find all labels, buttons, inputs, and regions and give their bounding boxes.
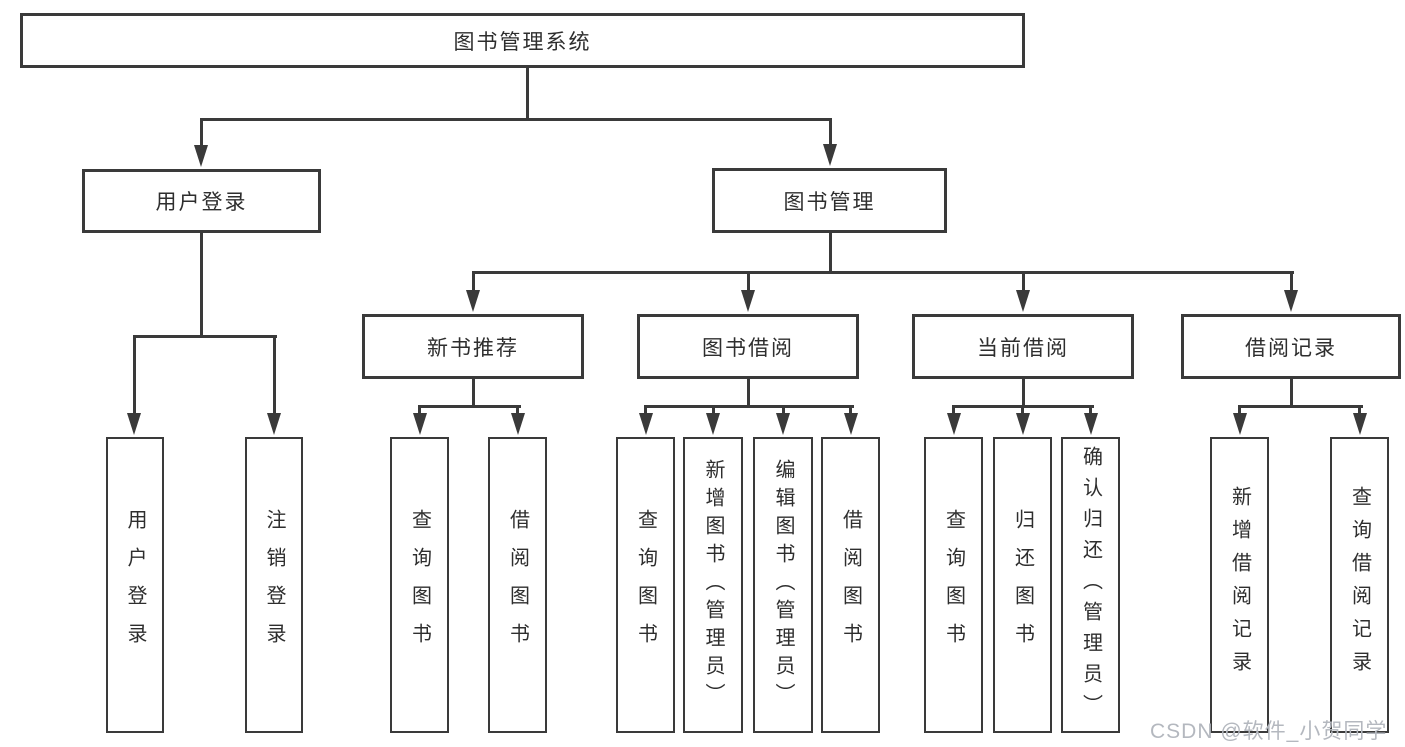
connector-vline-6 bbox=[1289, 379, 1293, 407]
connector-arrow-stem-18 bbox=[1358, 406, 1361, 413]
connector-hline-1 bbox=[132, 334, 277, 338]
connector-arrowhead-5 bbox=[741, 290, 755, 312]
node-book-management: 图书管理 bbox=[712, 168, 947, 233]
node-root-label: 图书管理系统 bbox=[453, 30, 592, 54]
connector-arrowhead-16 bbox=[1083, 413, 1098, 435]
leaf-add-borrow-record: 新增借阅记录 bbox=[1210, 437, 1269, 733]
connector-arrow-stem-0 bbox=[199, 119, 203, 145]
leaf-confirm-return-admin: 确认归还（管理员） bbox=[1061, 437, 1120, 733]
leaf-recommend-query-books: 查询图书 bbox=[390, 437, 449, 733]
leaf-edit-book-admin: 编辑图书（管理员） bbox=[753, 437, 813, 733]
leaf-return-book-label: 归还图书 bbox=[1011, 509, 1034, 661]
connector-arrow-stem-9 bbox=[516, 406, 519, 413]
connector-arrowhead-12 bbox=[776, 413, 790, 435]
connector-hline-6 bbox=[1237, 404, 1363, 408]
connector-arrowhead-18 bbox=[1352, 413, 1367, 435]
connector-arrowhead-2 bbox=[127, 413, 141, 435]
leaf-add-borrow-record-label: 新增借阅记录 bbox=[1228, 486, 1251, 684]
node-book-borrow: 图书借阅 bbox=[637, 314, 859, 379]
leaf-logout-label: 注销登录 bbox=[263, 509, 285, 661]
node-new-book-recommend: 新书推荐 bbox=[362, 314, 584, 379]
connector-arrow-stem-4 bbox=[471, 272, 475, 290]
node-user-login-label: 用户登录 bbox=[155, 191, 248, 214]
connector-arrowhead-13 bbox=[843, 413, 858, 435]
connector-arrow-stem-8 bbox=[418, 406, 421, 413]
connector-arrow-stem-2 bbox=[132, 336, 136, 413]
node-borrow-records: 借阅记录 bbox=[1181, 314, 1401, 379]
node-root: 图书管理系统 bbox=[20, 13, 1025, 68]
connector-arrow-stem-12 bbox=[781, 406, 785, 413]
connector-vline-1 bbox=[199, 233, 203, 337]
connector-arrowhead-10 bbox=[638, 413, 653, 435]
connector-arrowhead-0 bbox=[194, 145, 208, 167]
leaf-user-login-label: 用户登录 bbox=[124, 509, 146, 661]
leaf-current-query-books-label: 查询图书 bbox=[942, 509, 965, 661]
connector-hline-4 bbox=[643, 404, 854, 408]
connector-arrow-stem-13 bbox=[849, 406, 852, 413]
connector-arrowhead-11 bbox=[706, 413, 720, 435]
connector-vline-3 bbox=[471, 379, 475, 407]
connector-arrowhead-9 bbox=[510, 413, 525, 435]
leaf-query-borrow-record: 查询借阅记录 bbox=[1330, 437, 1389, 733]
connector-vline-2 bbox=[828, 233, 832, 273]
leaf-recommend-query-books-label: 查询图书 bbox=[408, 509, 431, 661]
connector-vline-4 bbox=[746, 379, 750, 407]
connector-arrowhead-4 bbox=[466, 290, 480, 312]
connector-arrow-stem-1 bbox=[828, 119, 832, 144]
connector-hline-0 bbox=[199, 117, 832, 121]
connector-arrow-stem-14 bbox=[952, 406, 955, 413]
connector-arrowhead-1 bbox=[823, 144, 837, 166]
connector-arrow-stem-17 bbox=[1238, 406, 1241, 413]
connector-arrowhead-6 bbox=[1016, 290, 1030, 312]
leaf-borrow-query-books: 查询图书 bbox=[616, 437, 675, 733]
leaf-query-borrow-record-label: 查询借阅记录 bbox=[1348, 486, 1371, 684]
leaf-recommend-borrow-books-label: 借阅图书 bbox=[506, 509, 529, 661]
node-book-borrow-label: 图书借阅 bbox=[702, 336, 794, 360]
connector-hline-2 bbox=[471, 270, 1294, 274]
leaf-borrow-borrow-books: 借阅图书 bbox=[821, 437, 880, 733]
leaf-current-query-books: 查询图书 bbox=[924, 437, 983, 733]
connector-arrow-stem-10 bbox=[644, 406, 647, 413]
leaf-add-book-admin-label: 新增图书（管理员） bbox=[702, 459, 724, 711]
connector-vline-5 bbox=[1021, 379, 1025, 407]
connector-hline-3 bbox=[417, 404, 521, 408]
leaf-borrow-borrow-books-label: 借阅图书 bbox=[839, 509, 862, 661]
connector-arrow-stem-5 bbox=[746, 272, 750, 290]
connector-arrowhead-7 bbox=[1284, 290, 1298, 312]
connector-arrow-stem-15 bbox=[1021, 406, 1024, 413]
leaf-edit-book-admin-label: 编辑图书（管理员） bbox=[772, 459, 794, 711]
connector-arrowhead-14 bbox=[946, 413, 961, 435]
csdn-watermark: CSDN @软件_小贺同学 bbox=[1150, 720, 1388, 743]
node-borrow-records-label: 借阅记录 bbox=[1245, 336, 1337, 360]
leaf-return-book: 归还图书 bbox=[993, 437, 1052, 733]
leaf-user-login: 用户登录 bbox=[106, 437, 164, 733]
connector-arrow-stem-7 bbox=[1289, 272, 1293, 290]
connector-arrowhead-3 bbox=[267, 413, 281, 435]
leaf-logout: 注销登录 bbox=[245, 437, 303, 733]
leaf-borrow-query-books-label: 查询图书 bbox=[634, 509, 657, 661]
node-user-login: 用户登录 bbox=[82, 169, 321, 233]
connector-arrow-stem-16 bbox=[1089, 406, 1092, 413]
node-book-management-label: 图书管理 bbox=[783, 190, 876, 214]
node-current-borrow: 当前借阅 bbox=[912, 314, 1134, 379]
connector-arrow-stem-11 bbox=[711, 406, 715, 413]
connector-arrow-stem-3 bbox=[272, 336, 276, 413]
leaf-recommend-borrow-books: 借阅图书 bbox=[488, 437, 547, 733]
node-new-book-recommend-label: 新书推荐 bbox=[427, 336, 519, 360]
connector-arrow-stem-6 bbox=[1021, 272, 1025, 290]
connector-arrowhead-17 bbox=[1232, 413, 1247, 435]
leaf-confirm-return-admin-label: 确认归还（管理员） bbox=[1079, 445, 1102, 725]
leaf-add-book-admin: 新增图书（管理员） bbox=[683, 437, 743, 733]
connector-arrowhead-15 bbox=[1015, 413, 1030, 435]
connector-vline-0 bbox=[525, 68, 529, 120]
connector-arrowhead-8 bbox=[412, 413, 427, 435]
node-current-borrow-label: 当前借阅 bbox=[977, 336, 1069, 360]
